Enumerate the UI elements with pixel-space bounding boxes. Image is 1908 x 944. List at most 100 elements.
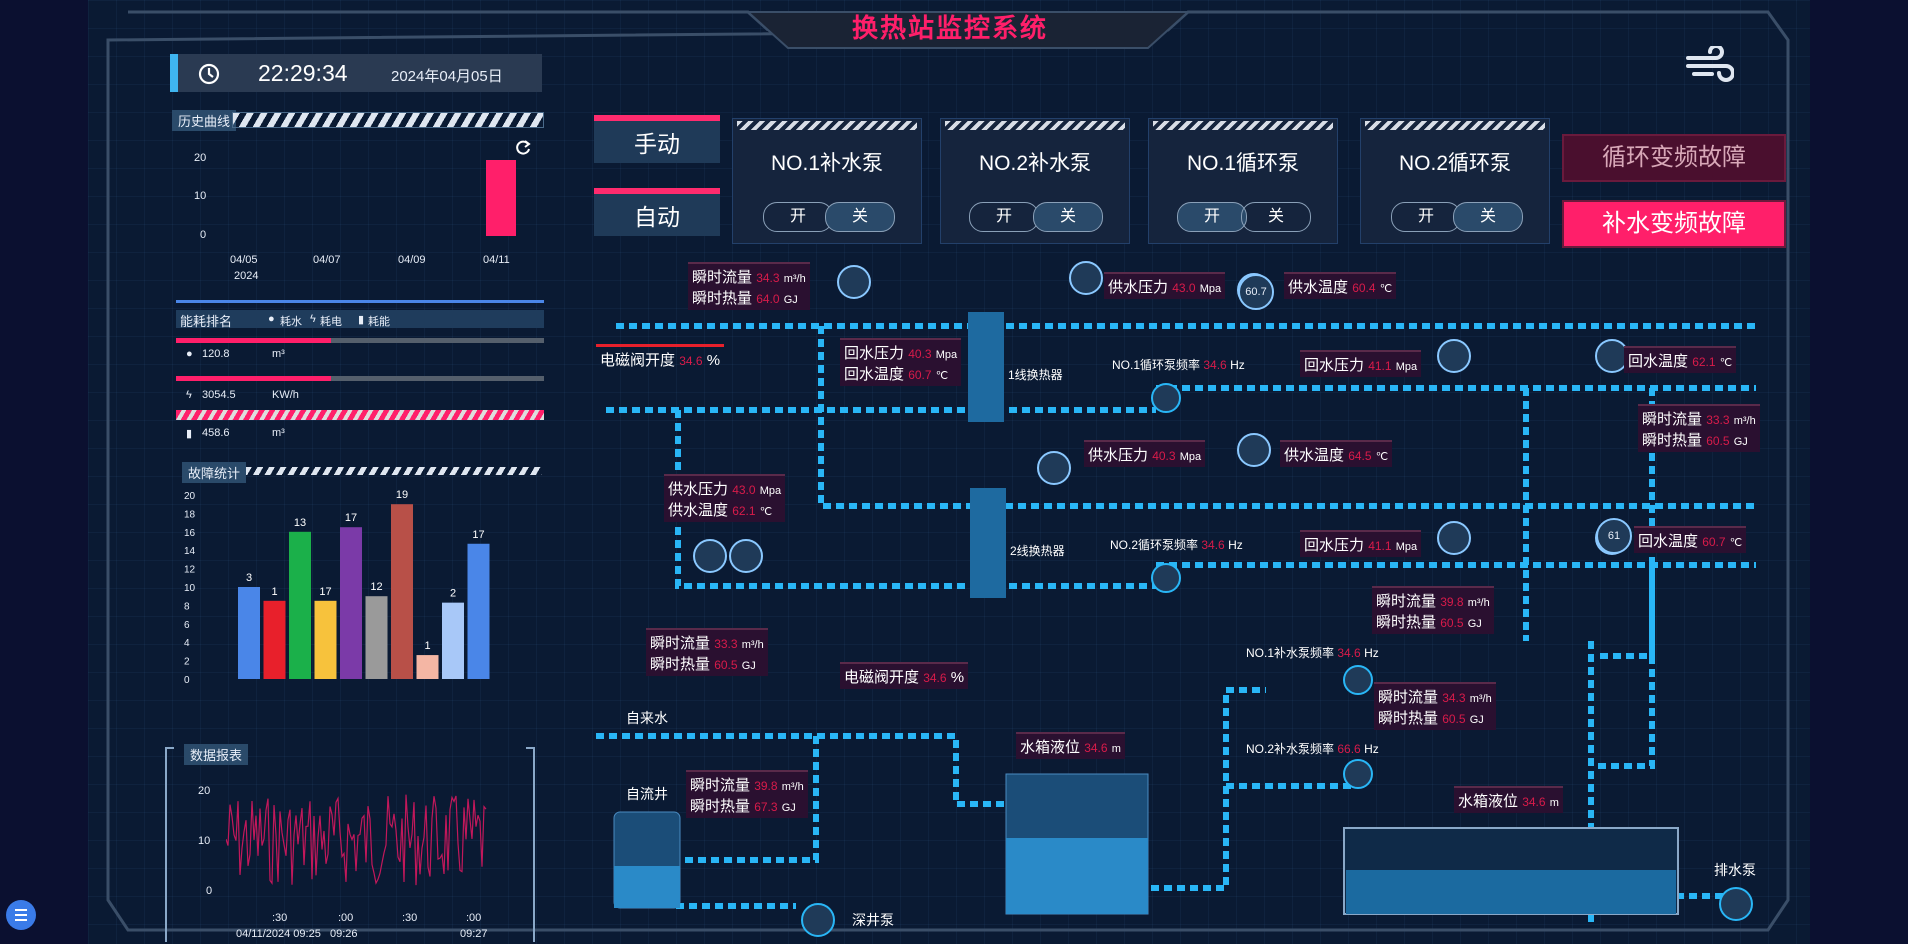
energy-value: 3054.5: [202, 389, 236, 401]
flow-unit: m³/h: [1467, 597, 1490, 609]
history-xtick: 04/07: [313, 254, 341, 266]
clock-time: 22:29:34: [258, 60, 348, 86]
tank-level-unit: m: [1111, 743, 1121, 755]
fault-bar-label: 17: [319, 586, 331, 598]
pump-on-button[interactable]: 开: [763, 202, 833, 232]
fault-bar: [289, 531, 311, 679]
energy-legend-electric: 耗电: [320, 316, 342, 328]
freq-value: 34.6: [1337, 646, 1361, 660]
pump-freq-readout: NO.2循环泵频率 34.6 Hz: [1110, 536, 1243, 553]
return-pressure-label: 回水压力: [844, 345, 905, 362]
energy-legend-water: 耗水: [280, 316, 302, 328]
heat-unit: GJ: [1733, 436, 1748, 448]
supply-temp-value: 60.4: [1352, 281, 1376, 295]
pump-icon: [1343, 665, 1373, 695]
gauge-icon: [1437, 521, 1471, 555]
return-pressure-value: 40.3: [908, 347, 932, 361]
return-temp-value: 60.7: [1702, 535, 1726, 549]
fault-bar-label: 17: [472, 529, 484, 541]
pump-on-button[interactable]: 开: [1177, 202, 1247, 232]
heat-label: 瞬时热量: [650, 656, 711, 673]
tank-level-unit: m: [1549, 797, 1559, 809]
fault-bar-label: 19: [396, 489, 408, 501]
pump-off-button[interactable]: 关: [1241, 202, 1311, 232]
freq-label: NO.1循环泵频率: [1112, 358, 1201, 372]
valve-label: 电磁阀开度: [844, 669, 920, 686]
flow-value: 39.8: [754, 779, 778, 793]
fault-bar: [365, 596, 388, 679]
heat-value: 64.0: [756, 292, 780, 306]
energy-title: 能耗排名: [180, 314, 233, 329]
valve-value: 34.6: [679, 354, 703, 368]
auto-mode-button[interactable]: 自动: [594, 188, 720, 236]
card-hatch: [737, 121, 917, 130]
pump-freq-readout: NO.1补水泵频率 34.6 Hz: [1246, 644, 1379, 661]
pump-name: NO.2循环泵: [1398, 152, 1511, 175]
freq-label: NO.2循环泵频率: [1110, 538, 1199, 552]
fault-ytick: 20: [184, 491, 196, 502]
supply-temp-label: 供水温度: [1284, 447, 1345, 464]
return-pressure-unit: Mpa: [935, 349, 958, 361]
pump-on-button[interactable]: 开: [1391, 202, 1461, 232]
flow-label: 瞬时流量: [1642, 411, 1703, 428]
energy-row-fill: [176, 338, 331, 343]
energy-unit: m³: [272, 348, 285, 360]
return-temp-label: 回水温度: [844, 366, 905, 383]
flow-value: 34.3: [1442, 691, 1466, 705]
supply-pressure-value: 43.0: [732, 483, 756, 497]
fault-ytick: 10: [184, 583, 196, 594]
energy-header: 能耗排名 ● 耗水 ϟ 耗电 ▮ 耗能: [176, 310, 544, 329]
frame-border: [106, 10, 1790, 932]
gauge-icon: [1037, 451, 1071, 485]
freq-unit: Hz: [1364, 742, 1379, 756]
fault-bar: [238, 587, 260, 679]
report-xsub: 09:26: [330, 928, 358, 940]
pump-off-button[interactable]: 关: [825, 202, 895, 232]
refresh-icon[interactable]: [514, 138, 532, 156]
pump-off-button[interactable]: 关: [1033, 202, 1103, 232]
history-bar: [486, 160, 516, 236]
heat-value: 60.5: [1440, 616, 1464, 630]
pump-on-button[interactable]: 开: [969, 202, 1039, 232]
pump-name: NO.1补水泵: [770, 152, 883, 175]
return-temp-unit: ℃: [1729, 537, 1743, 549]
fault-bar: [263, 600, 286, 679]
fault-ytick: 4: [184, 638, 190, 649]
return-pressure-label: 回水压力: [1304, 537, 1365, 554]
valve-readout: 电磁阀开度 34.6 %: [840, 662, 969, 689]
heat-unit: GJ: [781, 802, 796, 814]
fault-ytick: 18: [184, 509, 196, 520]
deep-well-pump-label: 深井泵: [852, 912, 894, 928]
flow-value: 34.3: [756, 271, 780, 285]
report-ytick: 10: [198, 835, 211, 847]
pump-card-circ2: NO.2循环泵 开 关: [1360, 118, 1550, 244]
fault-stats-decor: [246, 467, 542, 475]
supply-pressure-label: 供水压力: [1088, 447, 1149, 464]
pump-icon: [1719, 887, 1753, 921]
pump-card-bump1: NO.1补水泵 开 关: [732, 118, 922, 244]
menu-button[interactable]: [6, 900, 36, 930]
gauge-icon: [693, 539, 727, 573]
pump-off-button[interactable]: 关: [1453, 202, 1523, 232]
heat-unit: GJ: [783, 294, 798, 306]
pump-icon: [801, 903, 835, 937]
freq-unit: Hz: [1364, 646, 1379, 660]
return-pressure-unit: Mpa: [1395, 361, 1418, 373]
thermometer-icon: ▮: [186, 428, 193, 440]
wind-icon[interactable]: [1686, 46, 1734, 82]
freq-value: 34.6: [1201, 538, 1225, 552]
page-title: 换热站监控系统: [851, 13, 1048, 43]
manual-mode-button[interactable]: 手动: [594, 115, 720, 163]
supply-pressure-readout: 供水压力 40.3 Mpa: [1084, 440, 1206, 467]
pipe-return-2: [675, 410, 1756, 589]
freq-value: 34.6: [1203, 358, 1227, 372]
flow-unit: m³/h: [783, 273, 806, 285]
gauge-icon: [1237, 433, 1271, 467]
history-title-decor: [232, 112, 544, 128]
supply-temp-readout: 供水温度 64.5 ℃: [1280, 440, 1393, 467]
heat-unit: GJ: [1467, 618, 1482, 630]
fault-bar: [416, 655, 439, 679]
pipe-tank: [1151, 687, 1266, 891]
